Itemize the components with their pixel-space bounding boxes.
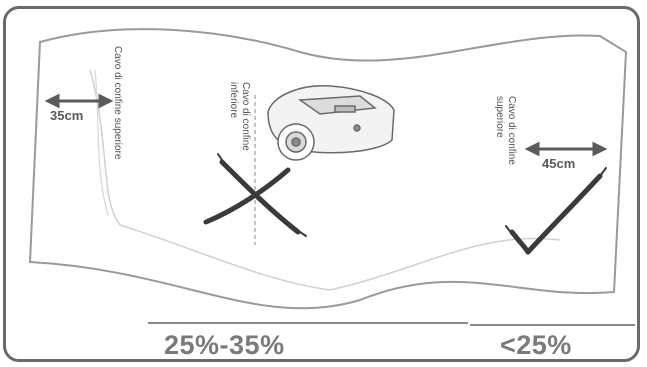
- label-upper-cable-right-line2: superiore: [494, 96, 505, 165]
- label-upper-cable-left: Cavo di confine superiore: [112, 46, 123, 159]
- label-lower-cable-line2: inferiore: [228, 82, 239, 151]
- measurement-right: 45cm: [542, 156, 575, 171]
- slope-left: 25%-35%: [164, 330, 285, 361]
- slope-right: <25%: [500, 330, 572, 361]
- label-upper-cable-right: Cavo di confine superiore: [494, 96, 517, 165]
- measurement-left: 35cm: [50, 108, 83, 123]
- label-lower-cable: Cavo di confine inferiore: [228, 82, 251, 151]
- label-lower-cable-line1: Cavo di confine: [240, 82, 251, 151]
- label-upper-cable-right-line1: Cavo di confine: [506, 96, 517, 165]
